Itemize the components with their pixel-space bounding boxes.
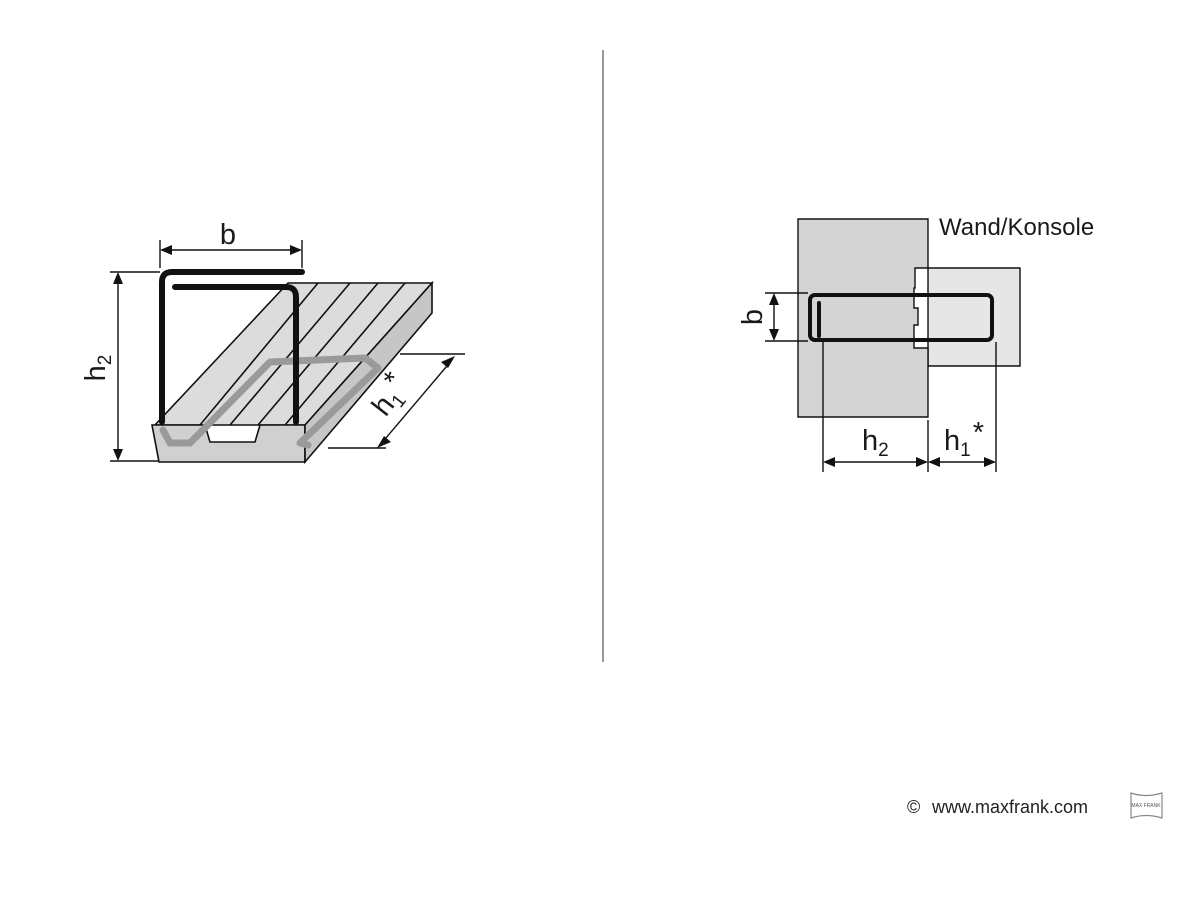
dimension-h2-left-arrow-end (113, 449, 123, 461)
dimension-b-left-label: b (220, 219, 236, 251)
dimension-h1-right-label: h1* (944, 417, 984, 461)
dimension-h2-left (110, 271, 160, 462)
footer-url[interactable]: www.maxfrank.com (931, 797, 1088, 817)
dimension-extension-lines (822, 342, 997, 472)
stirrup-embedded-loop (159, 354, 382, 449)
dimension-h1-left-arrow-end (377, 436, 391, 448)
dimension-b-left-arrow-end (290, 245, 302, 255)
dimension-h2-right-arrow-start (823, 457, 835, 467)
dimension-h2-right-label: h2 (862, 425, 889, 461)
copyright-symbol: © (907, 797, 920, 817)
wall-block (797, 218, 929, 418)
stirrup-projecting (159, 269, 305, 425)
footer: © www.maxfrank.com MAX FRANK (907, 792, 1163, 819)
dimension-h1-left (328, 353, 465, 449)
svg-text:h2: h2 (80, 355, 116, 382)
maxfrank-logo-icon: MAX FRANK (1130, 792, 1163, 819)
console-block (927, 267, 1021, 367)
dimension-b-left-arrow-start (160, 245, 172, 255)
profile-rib-lines (199, 282, 406, 426)
right-figure: Wand/Konsole b h2 h1* (737, 214, 1094, 472)
dimension-b-right-arrow-start (769, 293, 779, 305)
dimension-h1-right-arrow-start (928, 457, 940, 467)
left-figure: b h2 h1* (80, 219, 465, 465)
dimension-h1-right-arrow-end (984, 457, 996, 467)
svg-text:MAX FRANK: MAX FRANK (1131, 803, 1161, 809)
dimension-h1-left-arrow-start (441, 356, 455, 368)
dimension-b-left (159, 240, 303, 268)
stirrup-section (808, 293, 994, 342)
dimension-h2-left-arrow-start (113, 272, 123, 284)
dimension-h2-right-arrow-end (916, 457, 928, 467)
stirrup-projecting-back (172, 284, 299, 425)
dimension-h2-left-label: h2 (80, 355, 116, 382)
wall-console-title: Wand/Konsole (939, 214, 1094, 241)
dimension-b-right-arrow-end (769, 329, 779, 341)
dimension-b-right-label: b (737, 309, 769, 325)
